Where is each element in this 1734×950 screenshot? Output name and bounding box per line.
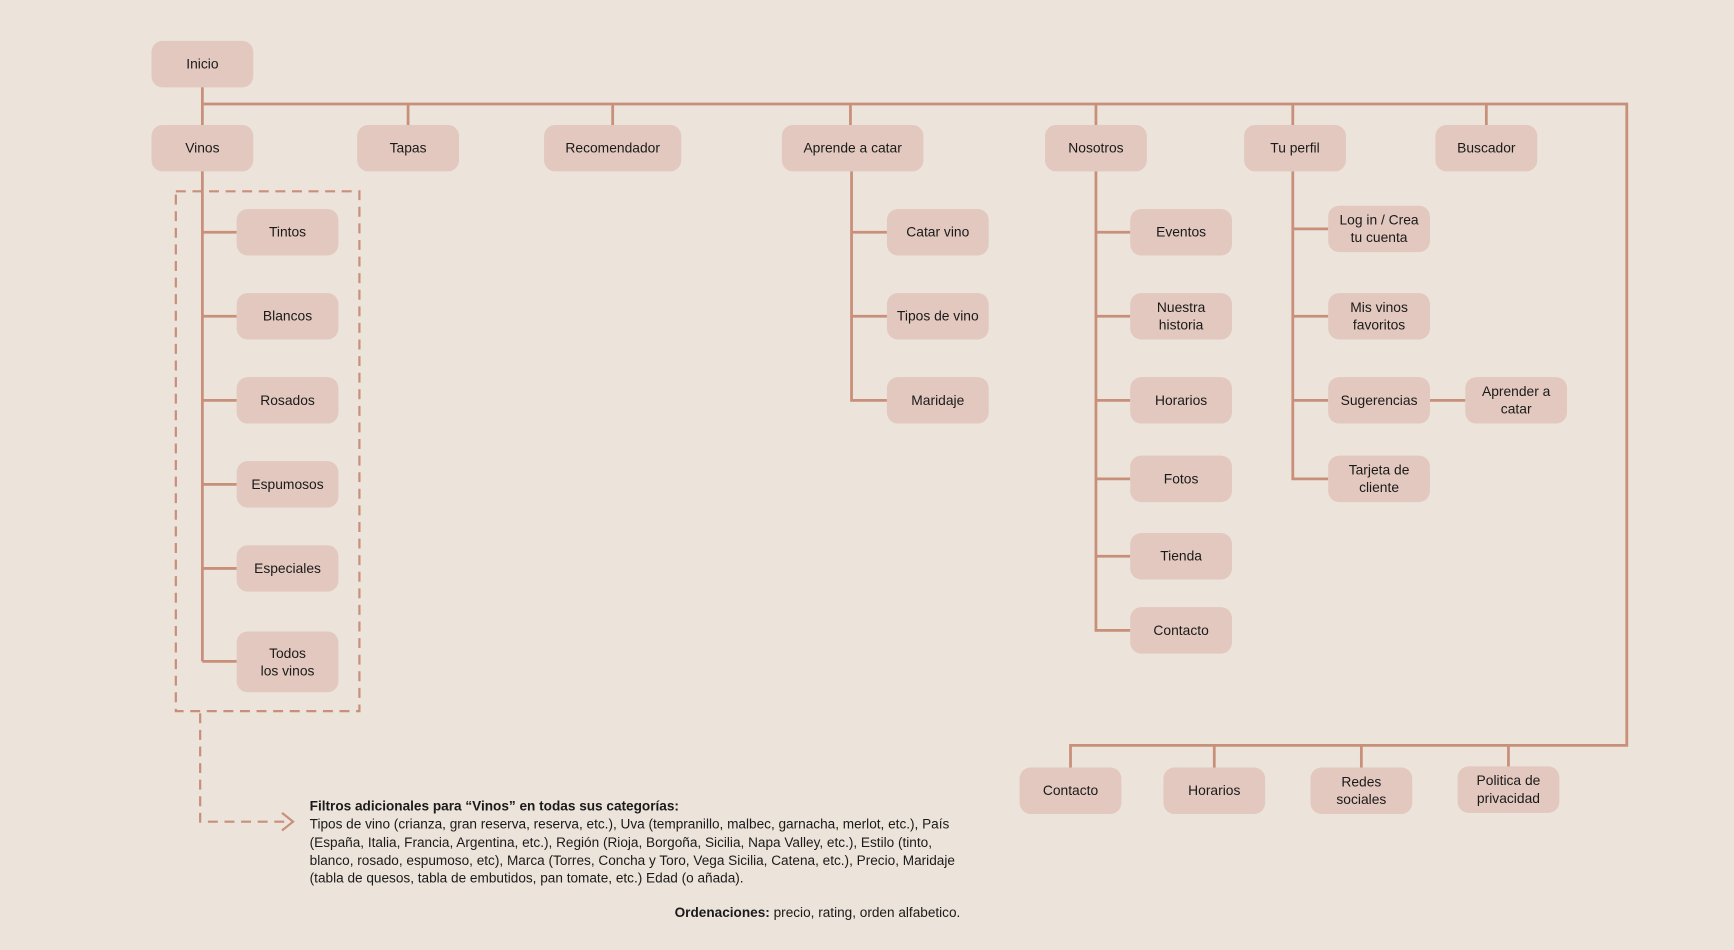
node-tapas: Tapas xyxy=(357,124,459,172)
node-especiales: Especiales xyxy=(236,545,339,592)
node-nuestra-historia: Nuestra historia xyxy=(1130,293,1232,340)
footer-redes-sociales: Redes sociales xyxy=(1310,767,1413,814)
node-tarjeta-de-cliente: Tarjeta de cliente xyxy=(1328,455,1430,503)
sort-note: Ordenaciones: precio, rating, orden alfa… xyxy=(675,905,961,920)
arrow-head xyxy=(281,811,295,832)
sort-title: Ordenaciones: xyxy=(674,904,770,921)
node-blancos: Blancos xyxy=(236,293,339,340)
node-mis-vinos-favoritos: Mis vinos favoritos xyxy=(1328,293,1430,340)
node-tipos-de-vino: Tipos de vino xyxy=(886,293,989,340)
footer-horarios: Horarios xyxy=(1163,767,1266,814)
node-horarios: Horarios xyxy=(1130,377,1232,424)
node-login: Log in / Crea tu cuenta xyxy=(1328,205,1430,253)
footer-contacto: Contacto xyxy=(1019,767,1122,814)
node-todos-los-vinos: Todos los vinos xyxy=(236,631,339,693)
node-maridaje: Maridaje xyxy=(886,377,989,424)
node-inicio: Inicio xyxy=(151,40,254,88)
vinos-filter-group xyxy=(174,190,361,713)
node-tintos: Tintos xyxy=(236,209,339,256)
footer-politica-privacidad: Politica de privacidad xyxy=(1457,766,1560,813)
node-recomendador: Recomendador xyxy=(544,124,682,172)
node-aprende-a-catar: Aprende a catar xyxy=(781,124,924,172)
node-fotos: Fotos xyxy=(1130,455,1232,503)
node-eventos: Eventos xyxy=(1130,209,1232,256)
filters-text: Tipos de vino (crianza, gran reserva, re… xyxy=(309,816,955,887)
filters-note: Filtros adicionales para “Vinos” en toda… xyxy=(310,797,974,887)
node-contacto: Contacto xyxy=(1130,607,1232,654)
filters-title: Filtros adicionales para “Vinos” en toda… xyxy=(309,798,679,814)
node-espumosos: Espumosos xyxy=(236,461,339,508)
node-aprender-a-catar: Aprender a catar xyxy=(1465,377,1568,424)
node-nosotros: Nosotros xyxy=(1045,124,1147,172)
node-sugerencias: Sugerencias xyxy=(1328,377,1430,424)
node-catar-vino: Catar vino xyxy=(886,209,989,256)
node-vinos: Vinos xyxy=(151,124,254,172)
node-tienda: Tienda xyxy=(1130,533,1232,580)
sort-text: precio, rating, orden alfabetico. xyxy=(769,904,961,921)
node-buscador: Buscador xyxy=(1435,124,1538,172)
node-tu-perfil: Tu perfil xyxy=(1244,124,1346,172)
node-rosados: Rosados xyxy=(236,377,339,424)
